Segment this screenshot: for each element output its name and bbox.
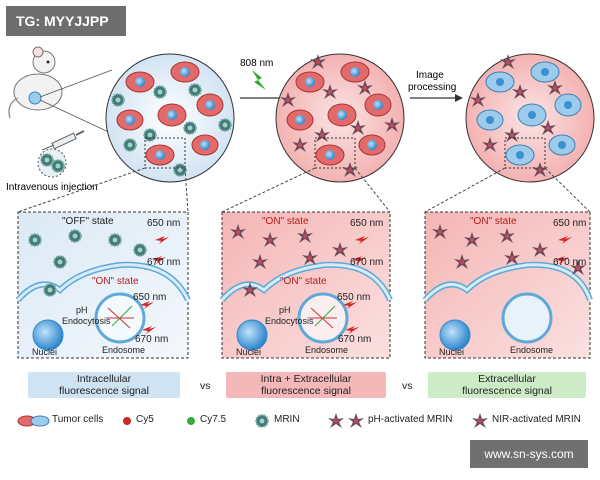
panel2-670-inner: 670 nm	[338, 334, 372, 345]
mouse-illustration	[8, 46, 116, 136]
laser-label: 808 nm	[240, 58, 273, 69]
panel-extracellular	[422, 211, 593, 359]
panel-intra-extracellular	[219, 211, 393, 359]
signal-intra-extracellular: Intra + Extracellular fluorescence signa…	[226, 372, 386, 398]
panel1-650-inner: 650 nm	[133, 292, 167, 303]
signal-intra-extracellular-line2: fluorescence signal	[261, 385, 351, 397]
vs-label-2: vs	[402, 380, 413, 392]
injection-label: Intravenous injection	[6, 182, 98, 193]
legend-ph-mrin: pH-activated MRIN	[368, 414, 453, 425]
panel2-endosome: Endosome	[305, 345, 349, 355]
signal-intracellular-line1: Intracellular	[76, 373, 132, 385]
panel1-670-top: 670 nm	[147, 257, 181, 268]
signal-intracellular: Intracellular fluorescence signal	[28, 372, 180, 398]
tumor-circle-before	[105, 53, 235, 183]
panel2-nuclei: Nuclei	[236, 347, 262, 357]
processing-arrow	[410, 94, 463, 102]
signal-extracellular-line2: fluorescence signal	[462, 385, 552, 397]
signal-extracellular: Extracellular fluorescence signal	[428, 372, 586, 398]
panel2-670-top: 670 nm	[350, 257, 384, 268]
panel1-ph: pH	[76, 305, 88, 315]
panel1-endosome: Endosome	[102, 345, 146, 355]
processing-label-1: Image	[416, 70, 444, 81]
panel3-nuclei: Nuclei	[439, 347, 465, 357]
tumor-cells	[116, 61, 224, 166]
syringe-icon	[41, 130, 85, 151]
signal-intra-extracellular-line1: Intra + Extracellular	[260, 373, 352, 385]
panel2-ph: pH	[279, 305, 291, 315]
legend-cy75: Cy7.5	[200, 414, 227, 425]
panel3-on-state: "ON" state	[470, 216, 517, 227]
panel1-nuclei: Nuclei	[32, 347, 58, 357]
legend-tumor-cells: Tumor cells	[52, 414, 104, 425]
injection-vial	[37, 148, 67, 178]
legend-symbols	[17, 413, 488, 428]
panel3-650-top: 650 nm	[553, 218, 587, 229]
panel3-endosome: Endosome	[510, 345, 554, 355]
tumor-circle-laser	[275, 53, 405, 183]
panel2-on-state-inner: "ON" state	[280, 276, 327, 287]
panel-intracellular	[15, 211, 191, 359]
legend-mrin: MRIN	[274, 414, 300, 425]
tumor-circle-processed	[465, 53, 595, 183]
processing-label-2: processing	[408, 82, 456, 93]
signal-extracellular-line1: Extracellular	[478, 373, 536, 385]
panel2-650-inner: 650 nm	[337, 292, 371, 303]
watermark-bottom: www.sn-sys.com	[470, 440, 588, 468]
panel2-on-state: "ON" state	[262, 216, 309, 227]
watermark-top: TG: MYYJJPP	[6, 6, 126, 36]
panel1-on-state: "ON" state	[92, 276, 139, 287]
panel1-endocytosis: Endocytosis	[62, 316, 111, 326]
zoom-guides	[17, 167, 591, 213]
legend-cy5: Cy5	[136, 414, 154, 425]
signal-intracellular-line2: fluorescence signal	[59, 385, 149, 397]
vs-label-1: vs	[200, 380, 211, 392]
panel2-650-top: 650 nm	[350, 218, 384, 229]
legend-nir-mrin: NIR-activated MRIN	[492, 414, 581, 425]
panel3-670-top: 670 nm	[553, 257, 587, 268]
panel1-670-inner: 670 nm	[135, 334, 169, 345]
panel1-off-state: "OFF" state	[62, 216, 114, 227]
panel2-endocytosis: Endocytosis	[265, 316, 314, 326]
panel1-650-top: 650 nm	[147, 218, 181, 229]
